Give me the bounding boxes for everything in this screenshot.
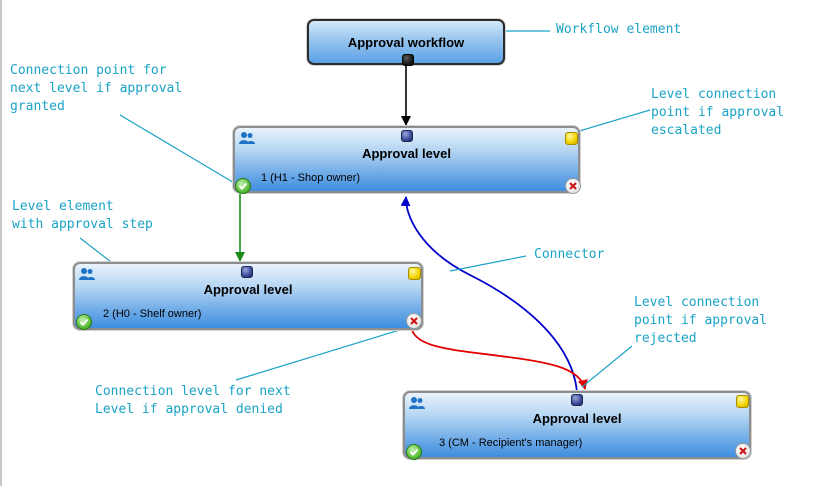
leader-rejected	[581, 345, 633, 388]
leader-connector	[449, 255, 527, 272]
annotation-denied: Connection level for next Level if appro…	[95, 384, 291, 417]
level1-subtitle: 1 (H1 - Shop owner)	[261, 172, 361, 184]
workflow-title: Approval workflow	[347, 35, 465, 50]
link-escalated-level3-to-level1[interactable]	[400, 196, 578, 393]
level2-escalated-point-icon[interactable]	[408, 267, 421, 280]
level3-rejected-x-icon[interactable]	[735, 443, 751, 459]
annotation-escalated: Level connection point if approval escal…	[651, 87, 785, 138]
leader-connection-granted	[119, 114, 237, 185]
annotation-level-element: Level element with approval step	[12, 199, 153, 232]
level2-subtitle: 2 (H0 - Shelf owner)	[103, 308, 202, 320]
canvas-left-border	[0, 0, 2, 486]
level3-granted-check-icon[interactable]	[406, 444, 422, 460]
level1-title: Approval level	[362, 146, 451, 161]
level3-subtitle: 3 (CM - Recipient's manager)	[439, 437, 583, 449]
annotation-connector: Connector	[534, 247, 605, 262]
leader-denied	[235, 327, 407, 381]
level2-title: Approval level	[203, 282, 293, 297]
approval-level-3[interactable]: Approval level 3 (CM - Recipient's manag…	[403, 391, 751, 460]
approval-level-1[interactable]: Approval level 1 (H1 - Shop owner)	[233, 126, 581, 194]
annotation-rejected: Level connection point if approval rejec…	[634, 295, 768, 346]
level1-escalated-point-icon[interactable]	[565, 132, 578, 145]
level1-input-point-icon[interactable]	[401, 130, 413, 142]
leader-escalated	[575, 109, 651, 133]
level2-input-point-icon[interactable]	[241, 266, 253, 278]
link-rejected-level2-to-level3[interactable]	[411, 329, 588, 390]
level2-rejected-x-icon[interactable]	[406, 313, 422, 329]
workflow-connection-point-icon[interactable]	[402, 54, 414, 66]
level1-rejected-x-icon[interactable]	[565, 178, 581, 194]
users-icon	[409, 397, 425, 409]
level3-input-point-icon[interactable]	[571, 394, 583, 406]
users-icon	[79, 268, 95, 280]
level3-title: Approval level	[532, 411, 622, 426]
annotation-workflow-element: Workflow element	[556, 22, 682, 37]
approval-level-2[interactable]: Approval level 2 (H0 - Shelf owner)	[73, 262, 423, 330]
annotation-connection-granted: Connection point for next level if appro…	[10, 63, 183, 114]
users-icon	[239, 132, 255, 144]
level2-granted-check-icon[interactable]	[76, 314, 92, 330]
workflow-element[interactable]: Approval workflow	[307, 19, 505, 66]
level1-granted-check-icon[interactable]	[235, 178, 251, 194]
level3-escalated-point-icon[interactable]	[736, 395, 749, 408]
